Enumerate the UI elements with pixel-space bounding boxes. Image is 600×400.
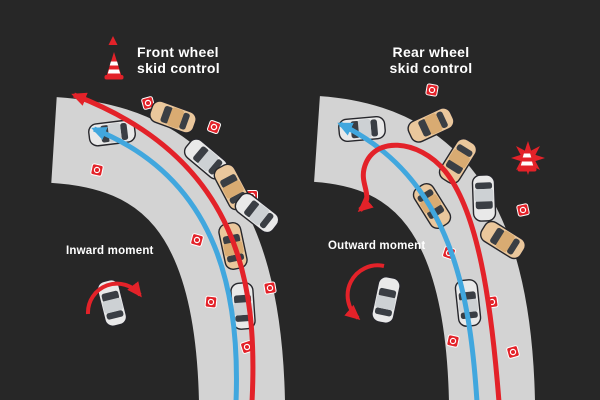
- skid-marker-icon: [263, 281, 277, 295]
- road-curve-right: [313, 96, 535, 400]
- skid-marker-icon: [89, 162, 105, 178]
- outward-moment-label: Outward moment: [328, 240, 425, 252]
- rear-wheel-skid-panel: Rear wheel skid control Outward moment: [313, 44, 545, 400]
- front-panel-title-line2: skid control: [137, 60, 220, 76]
- inward-moment-arrow: [85, 281, 142, 315]
- warning-triangle-icon: [108, 36, 118, 45]
- skid-marker-icon: [425, 83, 439, 97]
- skid-marker-icon: [189, 232, 205, 248]
- red-trajectory-arrow: [71, 92, 256, 400]
- skid-marker-icon: [445, 333, 461, 349]
- blue-trajectory-arrow: [91, 126, 239, 400]
- skid-marker-icon: [206, 119, 222, 135]
- car-icon: [369, 274, 403, 326]
- red-trajectory-arrow: [357, 142, 502, 400]
- skid-marker-icon: [204, 295, 218, 309]
- skid-marker-icon: [515, 202, 531, 218]
- inward-moment-legend: Inward moment: [66, 245, 154, 329]
- front-panel-title-line1: Front wheel: [137, 44, 219, 60]
- front-wheel-skid-panel: Front wheel skid control Inward moment: [50, 36, 285, 400]
- rear-panel-title-line2: skid control: [390, 60, 473, 76]
- inward-moment-label: Inward moment: [66, 245, 154, 257]
- skid-marker-icon: [505, 344, 521, 360]
- rear-panel-title-line1: Rear wheel: [393, 44, 470, 60]
- outward-moment-legend: Outward moment: [328, 240, 425, 326]
- car-icon: [471, 173, 497, 223]
- outward-moment-arrow: [344, 263, 385, 320]
- traffic-cone-icon: [104, 52, 124, 80]
